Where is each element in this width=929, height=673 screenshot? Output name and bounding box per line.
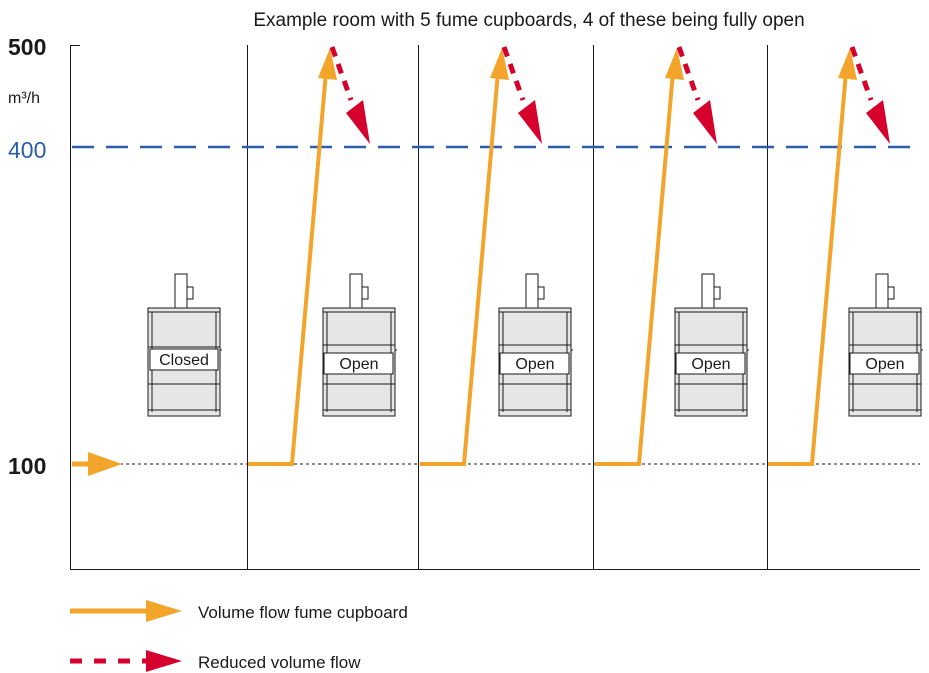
axis-label-400: 400 bbox=[8, 137, 46, 163]
exhaust-duct bbox=[875, 273, 889, 309]
volume-flow-arrowhead bbox=[838, 48, 857, 80]
diagram-title: Example room with 5 fume cupboards, 4 of… bbox=[253, 10, 804, 31]
reduced-flow-line bbox=[329, 46, 354, 101]
fume-cupboard: Open bbox=[322, 273, 397, 417]
sash-state-label: Open bbox=[691, 356, 730, 373]
exhaust-duct bbox=[701, 273, 715, 309]
volume-flow-arrowhead bbox=[318, 48, 337, 80]
sash-state-label: Open bbox=[865, 356, 904, 373]
fume-cupboard: Open bbox=[498, 273, 573, 417]
fume-cupboard: Open bbox=[848, 273, 923, 417]
reduced-flow-line bbox=[849, 46, 874, 101]
fume-cupboard: Closed bbox=[147, 273, 222, 417]
flows-group bbox=[248, 46, 890, 466]
reduced-flow-arrowhead bbox=[518, 100, 542, 144]
damper-actuator bbox=[713, 286, 721, 300]
sash-state-label: Open bbox=[339, 356, 378, 373]
sash-label-box bbox=[675, 352, 746, 375]
legend-volume-flow-label: Volume flow fume cupboard bbox=[198, 603, 408, 622]
volume-flow-line bbox=[768, 71, 848, 466]
legend-orange-arrowhead bbox=[146, 600, 182, 622]
reduced-flow-line bbox=[501, 46, 526, 101]
sash-state-label: Open bbox=[515, 356, 554, 373]
legend-volume-flow: Volume flow fume cupboard bbox=[70, 600, 408, 622]
sash-label-box bbox=[499, 352, 570, 375]
fume-cupboard: Open bbox=[674, 273, 749, 417]
sash-label-box bbox=[323, 352, 394, 375]
legend-reduced-flow: Reduced volume flow bbox=[70, 650, 361, 672]
flow-profile bbox=[768, 46, 890, 466]
exhaust-duct bbox=[349, 273, 363, 309]
sash-state-label: Closed bbox=[159, 352, 209, 369]
flow-profile bbox=[595, 46, 717, 466]
volume-flow-arrowhead bbox=[490, 48, 509, 80]
flow-profile bbox=[420, 46, 542, 466]
axis-label-100: 100 bbox=[8, 453, 46, 479]
damper-actuator bbox=[537, 286, 545, 300]
damper-actuator bbox=[361, 286, 369, 300]
chart-frame bbox=[70, 45, 920, 570]
axis-unit-label: m³/h bbox=[8, 90, 40, 107]
damper-actuator bbox=[887, 286, 895, 300]
damper-actuator bbox=[186, 286, 194, 300]
reduced-flow-arrowhead bbox=[866, 100, 890, 144]
cupboards-group: Closed Open Open Open Open bbox=[147, 273, 923, 417]
axis-label-500: 500 bbox=[8, 34, 46, 60]
reduced-flow-arrowhead bbox=[693, 100, 717, 144]
flow-profile bbox=[248, 46, 370, 466]
sash-label-box bbox=[849, 352, 920, 375]
volume-flow-line bbox=[595, 71, 675, 466]
legend-reduced-flow-label: Reduced volume flow bbox=[198, 653, 361, 672]
volume-flow-line bbox=[248, 71, 328, 466]
legend-red-arrowhead bbox=[146, 650, 182, 672]
sash-label-box bbox=[149, 348, 219, 371]
reduced-flow-line bbox=[676, 46, 701, 101]
flow-arrow-closed bbox=[72, 452, 122, 476]
exhaust-duct bbox=[174, 273, 188, 309]
volume-flow-line bbox=[420, 71, 500, 466]
volume-flow-arrowhead bbox=[665, 48, 684, 80]
exhaust-duct bbox=[525, 273, 539, 309]
reduced-flow-arrowhead bbox=[346, 100, 370, 144]
